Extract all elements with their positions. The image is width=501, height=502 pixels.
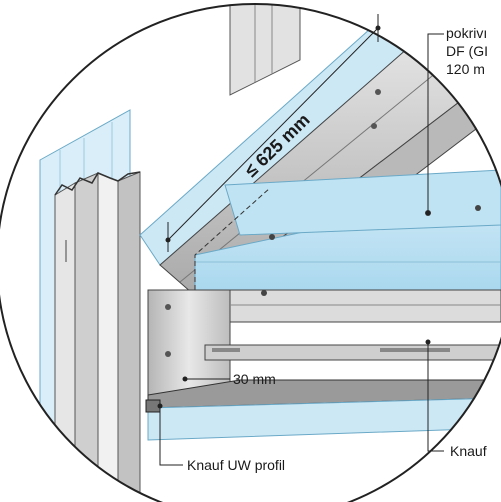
dimension-offset: 30 mm xyxy=(182,371,276,387)
hidden-edge-dashed xyxy=(194,187,271,290)
callout-uw-profile: Knauf UW profil xyxy=(157,403,285,473)
dimension-offset-label: 30 mm xyxy=(233,371,276,387)
callout-top-right-line2: DF (GI xyxy=(446,43,488,59)
bottom-board xyxy=(147,397,501,441)
callout-top-right-line3: 120 m xyxy=(446,61,485,77)
ud-perimeter-profile xyxy=(147,289,501,406)
callout-right-bottom-label: Knauf xyxy=(450,443,487,459)
ceiling-boards xyxy=(194,169,501,291)
callout-top-right: pokrivı DF (GI 120 m xyxy=(425,25,488,216)
callout-right-bottom: Knauf xyxy=(425,339,487,459)
callout-top-right-line1: pokrivı xyxy=(446,25,487,41)
lens-outline xyxy=(0,3,501,502)
callout-uw-profile-label: Knauf UW profil xyxy=(187,457,285,473)
vertical-stud-profiles xyxy=(54,171,141,502)
top-vertical-profile xyxy=(229,4,301,96)
